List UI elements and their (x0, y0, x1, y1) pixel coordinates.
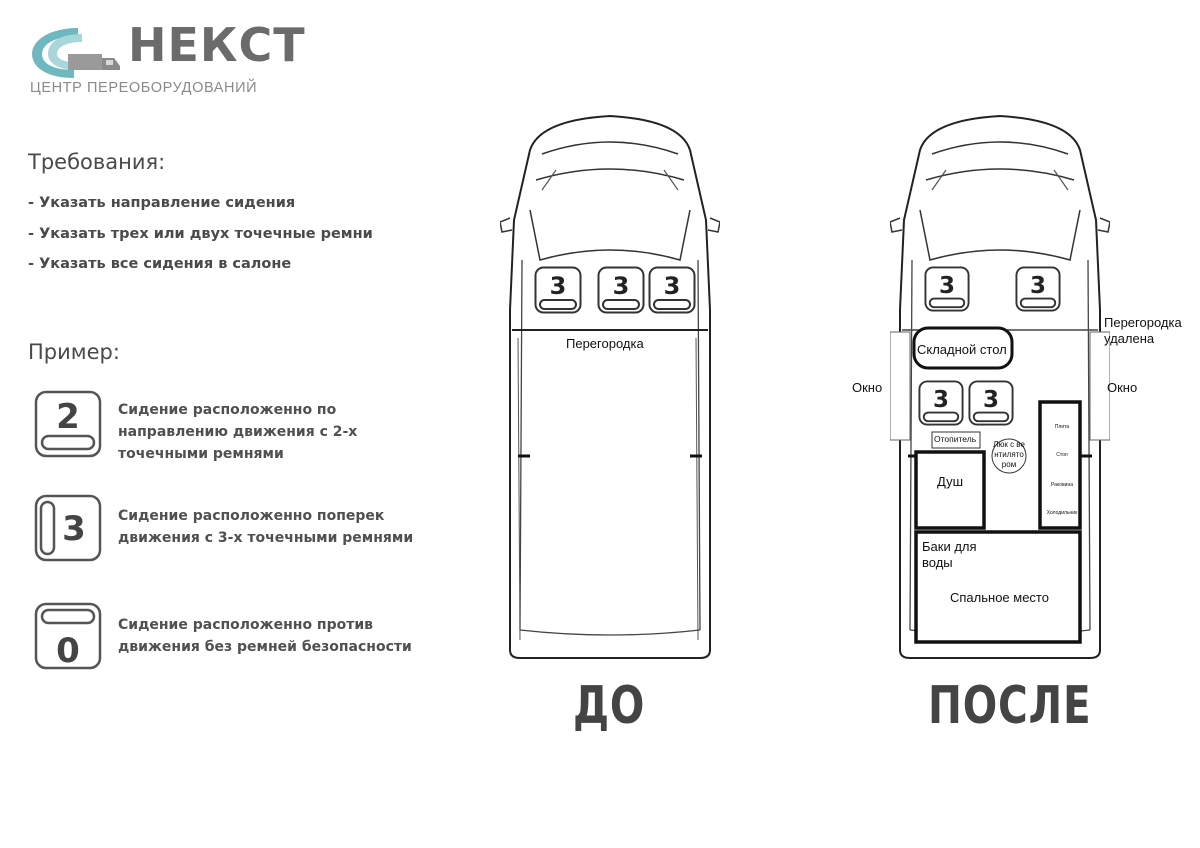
window-right-label: Окно (1107, 380, 1138, 395)
shower-label: Душ (937, 474, 964, 489)
svg-text:3: 3 (933, 387, 949, 413)
bed-label: Спальное место (950, 590, 1049, 605)
requirement-item: - Указать направление сидения (28, 195, 296, 211)
svg-text:3: 3 (983, 387, 999, 413)
before-caption: ДО (573, 676, 646, 736)
after-seat: 3 (968, 380, 1014, 426)
before-seat: 3 (534, 266, 582, 314)
requirement-item: - Указать все сидения в салоне (28, 256, 292, 272)
partition-label: Перегородка (566, 336, 644, 351)
heater-label: Отопитель (934, 434, 977, 444)
kitchen-item-stove: Плита (1054, 424, 1070, 430)
example-title: Пример: (28, 340, 120, 364)
after-seat: 3 (1015, 266, 1061, 312)
requirements-title: Требования: (28, 150, 166, 174)
after-caption: ПОСЛЕ (928, 676, 1092, 736)
kitchen-item-table: Стол (1056, 452, 1068, 458)
svg-text:3: 3 (613, 272, 630, 300)
legend-seat-forward-icon: 2 (34, 390, 102, 458)
hatch-label: Люк с вентилятором (993, 440, 1025, 469)
svg-text:3: 3 (550, 272, 567, 300)
folding-table-label: Складной стол (917, 342, 1007, 357)
legend-seat-backward-icon: 0 (34, 602, 102, 670)
svg-text:3: 3 (664, 272, 681, 300)
logo-tagline: ЦЕНТР ПЕРЕОБОРУДОВАНИЙ (30, 80, 258, 96)
kitchen-item-sink: Раковина (1051, 482, 1073, 488)
legend-seat-sideways-icon: 3 (34, 494, 102, 562)
legend-number: 3 (62, 509, 86, 549)
requirement-item: - Указать трех или двух точечные ремни (28, 226, 373, 242)
svg-text:3: 3 (1030, 273, 1046, 299)
svg-text:3: 3 (939, 273, 955, 299)
legend-number: 0 (56, 631, 80, 670)
logo-name: НЕКСТ (128, 18, 306, 72)
window-left-label: Окно (852, 380, 883, 395)
legend-text-forward: Сидение расположенно по направлению движ… (118, 402, 358, 462)
water-tanks-label: Баки для воды (922, 539, 977, 570)
van-before-diagram (500, 114, 720, 659)
legend-number: 2 (56, 397, 80, 437)
before-seat: 3 (648, 266, 696, 314)
after-seat: 3 (918, 380, 964, 426)
logo-emblem (32, 28, 120, 78)
partition-removed-label: Перегородка удалена (1104, 315, 1182, 346)
legend-text-backward: Сидение расположенно против движения без… (118, 617, 412, 655)
before-seat: 3 (597, 266, 645, 314)
after-seat: 3 (924, 266, 970, 312)
kitchen-item-fridge: Холодильник (1046, 510, 1078, 516)
legend-text-sideways: Сидение расположенно поперек движения с … (118, 508, 414, 546)
